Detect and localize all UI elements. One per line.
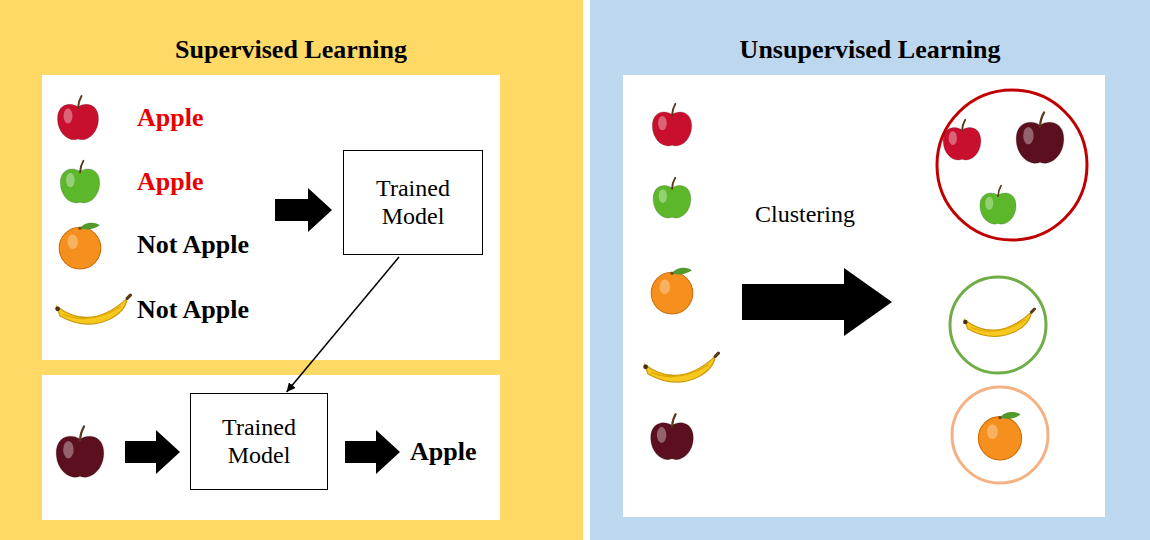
model-label: Trained Model bbox=[204, 414, 314, 469]
orange bbox=[651, 268, 693, 314]
dark-apple bbox=[1016, 112, 1064, 163]
model-label: Trained Model bbox=[358, 175, 468, 230]
block-arrow bbox=[345, 430, 400, 474]
cluster-circle bbox=[950, 277, 1046, 373]
red-apple bbox=[652, 104, 691, 146]
red-apple bbox=[943, 120, 981, 160]
prediction-panel: Trained Model Apple bbox=[42, 375, 500, 520]
banana bbox=[643, 353, 718, 382]
green-apple bbox=[980, 186, 1016, 225]
block-arrow bbox=[275, 188, 332, 232]
orange bbox=[59, 223, 101, 269]
model-box: Trained Model bbox=[343, 150, 483, 255]
class-label: Apple bbox=[137, 167, 203, 197]
cluster-circle bbox=[952, 387, 1048, 483]
dark-apple bbox=[56, 426, 104, 477]
green-apple bbox=[60, 161, 99, 203]
class-label: Not Apple bbox=[137, 295, 249, 325]
green-apple bbox=[653, 178, 691, 218]
panel-title: Unsupervised Learning bbox=[740, 35, 1001, 65]
block-arrow bbox=[125, 430, 180, 474]
banana bbox=[963, 309, 1034, 336]
block-arrow bbox=[742, 268, 892, 336]
prediction-label: Apple bbox=[410, 437, 476, 467]
orange bbox=[978, 412, 1021, 460]
connector-arrow bbox=[287, 257, 399, 392]
red-apple bbox=[57, 96, 98, 140]
banana bbox=[55, 295, 130, 324]
panel-title: Supervised Learning bbox=[175, 35, 407, 65]
step-label: Clustering bbox=[755, 201, 855, 229]
class-label: Apple bbox=[137, 103, 203, 133]
cluster-circle bbox=[937, 90, 1087, 240]
model-box: Trained Model bbox=[190, 393, 328, 490]
class-label: Not Apple bbox=[137, 230, 249, 260]
dark-apple bbox=[651, 414, 694, 460]
